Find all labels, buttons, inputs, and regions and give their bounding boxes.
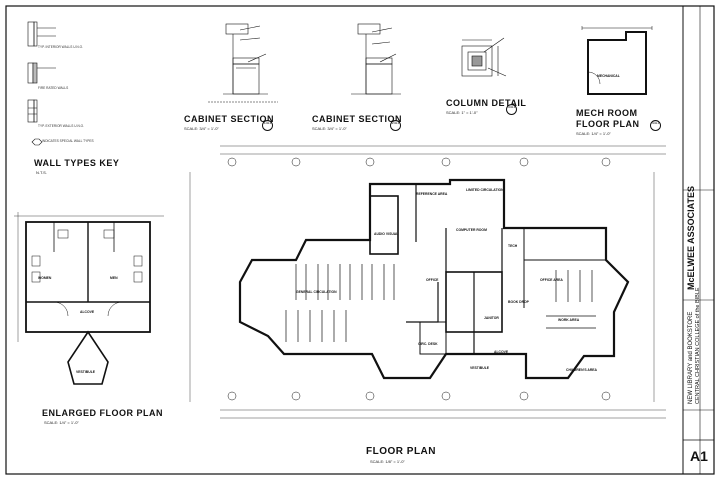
room-tech: TECH [508,244,518,248]
mech-room-title-line2: FLOOR PLAN [576,119,640,129]
wall-types-key-graphic [27,21,56,146]
column-detail-title: COLUMN DETAIL [446,98,527,108]
room-audio-visual: AUDIO VISUAL [374,232,399,236]
wall-key-scale: N.T.S. [36,170,47,175]
project-line-1: NEW LIBRARY and BOOKSTORE [688,311,694,404]
column-detail-scale: SCALE: 1" = 1'-0" [446,110,478,115]
room-men: MEN [110,276,118,280]
room-women: WOMEN [38,276,52,280]
room-childrens-area: CHILDREN'S AREA [566,368,598,372]
wall-type-label: TYP. INTERIOR WALLS U.N.O. [38,45,83,49]
room-alcove-enlarged: ALCOVE [80,310,95,314]
section-marker-3: 3/A1 [506,104,517,115]
wall-type-label: FIRE RATED WALLS [38,86,69,90]
mech-room-title-line1: MECH ROOM [576,108,638,118]
cabinet-section-1-scale: SCALE: 3/4" = 1'-0" [184,126,219,131]
room-office: OFFICE [426,278,439,282]
cabinet-section-1-graphic [208,23,278,103]
room-limited-circulation: LIMITED CIRCULATION [466,188,504,192]
room-janitor: JANITOR [484,316,499,320]
mech-room-label: MECHANICAL [597,74,620,78]
mech-room-scale: SCALE: 1/4" = 1'-0" [576,131,611,136]
enlarged-plan-scale: SCALE: 1/4" = 1'-0" [44,420,79,425]
room-vestibule: VESTIBULE [470,366,490,370]
room-reference-area: REFERENCE AREA [416,192,448,196]
column-detail-graphic [461,37,507,77]
floor-plan-scale: SCALE: 1/8" = 1'-0" [370,459,405,464]
room-office-area: OFFICE AREA [540,278,563,282]
section-marker-4: 4/A1 [650,120,661,131]
room-alcove: ALCOVE [494,350,509,354]
room-computer-room: COMPUTER ROOM [456,228,487,232]
wall-type-label: INDICATES SPECIAL WALL TYPES [42,139,94,143]
enlarged-plan-graphic [14,212,164,385]
section-marker-2: 2/A1 [390,120,401,131]
cabinet-section-2-title: CABINET SECTION [312,114,403,124]
room-book-drop: BOOK DROP [508,300,529,304]
wall-type-label: TYP. EXTERIOR WALLS U.N.O. [38,124,85,128]
room-circ-desk: CIRC. DESK [418,342,438,346]
wall-key-title: WALL TYPES KEY [34,158,120,168]
floor-plan-graphic [189,145,666,419]
section-marker-1: 1/A1 [262,120,273,131]
enlarged-plan-title: ENLARGED FLOOR PLAN [42,408,163,418]
firm-name: McELWEE ASSOCIATES [686,185,696,290]
sheet-number: A1 [690,448,708,464]
project-line-2: CENTRAL CHRISTIAN COLLEGE of the BIBLE [695,287,701,404]
cabinet-section-2-scale: SCALE: 3/4" = 1'-0" [312,126,347,131]
cabinet-section-1-title: CABINET SECTION [184,114,275,124]
cabinet-section-2-graphic [351,23,401,95]
room-work-area: WORK AREA [558,318,580,322]
room-general-circulation: GENERAL CIRCULATION [296,290,337,294]
mech-room-graphic [581,26,653,95]
room-vestibule-enlarged: VESTIBULE [76,370,96,374]
floor-plan-title: FLOOR PLAN [366,446,436,457]
